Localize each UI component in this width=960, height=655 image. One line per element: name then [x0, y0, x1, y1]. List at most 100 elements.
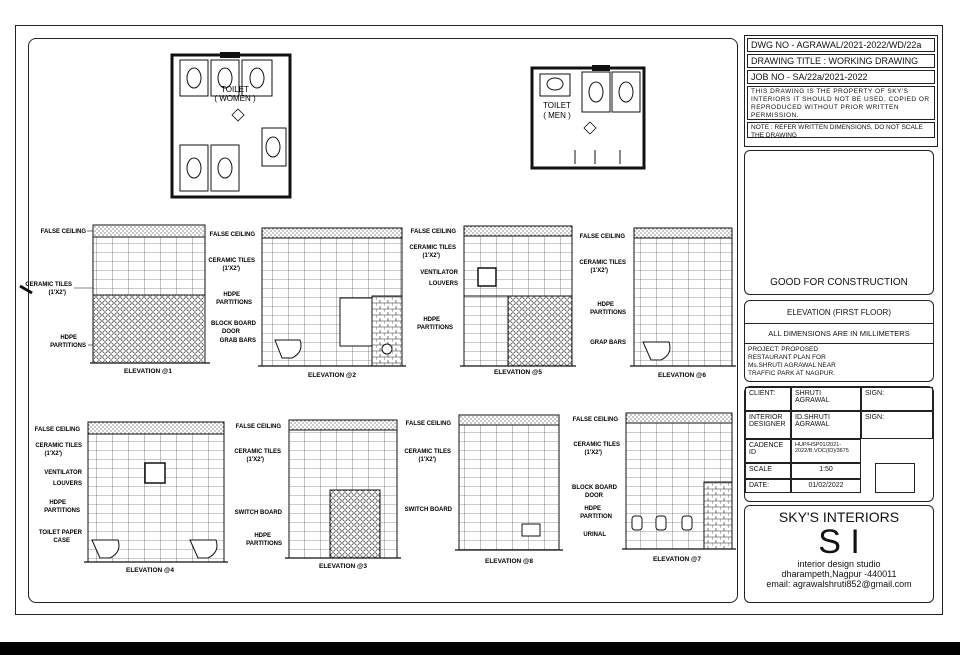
- label-hdpe: HDPE: [223, 292, 240, 298]
- client-value: SHRUTI AGRAWAL: [791, 387, 861, 411]
- label-ceramic-tiles: CERAMIC TILES: [35, 443, 82, 449]
- dimensions-note: ALL DIMENSIONS ARE IN MILLIMETERS: [745, 324, 933, 344]
- elevation-1: FALSE CEILING CERAMIC TILES (1'X2') HDPE…: [19, 224, 210, 375]
- title-block-header: DWG NO - AGRAWAL/2021-2022/WD/22a DRAWIN…: [744, 35, 938, 147]
- firm-info-box: SKY'S INTERIORS S I interior design stud…: [744, 505, 934, 603]
- client-info-box: CLIENT: SHRUTI AGRAWAL SIGN: INTERIOR DE…: [744, 386, 934, 502]
- approval-box: GOOD FOR CONSTRUCTION: [744, 150, 934, 295]
- label-hdpe: HDPE: [60, 335, 77, 341]
- elevation-7-title: ELEVATION @7: [653, 556, 701, 563]
- scale-label: SCALE: [745, 463, 791, 479]
- label-grap-bars: GRAP BARS: [590, 340, 626, 346]
- label-false-ceiling: FALSE CEILING: [573, 417, 619, 423]
- property-note: THIS DRAWING IS THE PROPERTY OF SKY'S IN…: [747, 86, 935, 120]
- label-hdpe: HDPE: [423, 317, 440, 323]
- label-louvers: LOUVERS: [53, 481, 82, 487]
- label-ventilator: VENTILATOR: [420, 270, 458, 276]
- elevation-title: ELEVATION (FIRST FLOOR): [745, 301, 933, 324]
- good-for-construction: GOOD FOR CONSTRUCTION: [770, 277, 908, 288]
- cadence-label: CADENCE ID: [745, 439, 791, 463]
- job-no: JOB NO - SA/22a/2021-2022: [747, 70, 935, 84]
- label-partitions: PARTITIONS: [44, 508, 80, 514]
- firm-tagline: interior design studio: [797, 559, 881, 569]
- label-tile-size: (1'X2'): [246, 457, 264, 463]
- date-value: 01/02/2022: [791, 479, 861, 493]
- elevation-5-title: ELEVATION @5: [494, 369, 542, 376]
- sign-label: SIGN:: [861, 387, 933, 411]
- label-grab-bars: GRAB BARS: [220, 338, 256, 344]
- label-tile-size: (1'X2'): [222, 266, 240, 272]
- label-block-board: BLOCK BOARD: [211, 321, 257, 327]
- elevation-2-title: ELEVATION @2: [308, 372, 356, 379]
- label-block-board: BLOCK BOARD: [572, 485, 618, 491]
- elevation-8-title: ELEVATION @8: [485, 558, 533, 565]
- label-ceramic-tiles: CERAMIC TILES: [234, 449, 281, 455]
- label-door: DOOR: [222, 329, 241, 335]
- client-label: CLIENT:: [745, 387, 791, 411]
- label-partition: PARTITION: [580, 514, 612, 520]
- cadence-value: HUP/HSP01/2021-2022/B.VOC(ID)/3675: [791, 439, 861, 463]
- scale-value: 1:50: [791, 463, 861, 479]
- label-false-ceiling: FALSE CEILING: [406, 421, 452, 427]
- elevation-8: FALSE CEILING CERAMIC TILES (1'X2') SWIT…: [404, 414, 563, 565]
- drawing-title: DRAWING TITLE : WORKING DRAWING: [747, 54, 935, 68]
- elevation-3-title: ELEVATION @3: [319, 563, 367, 570]
- label-tile-size: (1'X2'): [584, 450, 602, 456]
- label-ceramic-tiles: CERAMIC TILES: [404, 449, 451, 455]
- firm-name: SKY'S INTERIORS: [778, 509, 900, 525]
- label-louvers: LOUVERS: [429, 281, 458, 287]
- label-switch-board: SWITCH BOARD: [405, 507, 453, 513]
- label-ceramic-tiles: CERAMIC TILES: [579, 260, 626, 266]
- label-partitions: PARTITIONS: [246, 541, 282, 547]
- label-tile-size: (1'X2'): [422, 253, 440, 259]
- label-tile-size: (1'X2'): [44, 451, 62, 457]
- elevation-4-title: ELEVATION @4: [126, 567, 174, 574]
- plan-men-sublabel: ( MEN ): [543, 111, 571, 120]
- label-ceramic-tiles: CERAMIC TILES: [573, 442, 620, 448]
- plan-toilet-women: TOILET ( WOMEN ): [170, 52, 292, 199]
- drawing-sheet: [15, 25, 943, 615]
- elevation-3: FALSE CEILING CERAMIC TILES (1'X2') SWIT…: [234, 419, 401, 570]
- label-false-ceiling: FALSE CEILING: [236, 424, 282, 430]
- project-info-box: ELEVATION (FIRST FLOOR) ALL DIMENSIONS A…: [744, 300, 934, 382]
- plan-men-label: TOILET: [543, 101, 571, 110]
- label-partitions: PARTITIONS: [216, 300, 252, 306]
- firm-email: email: agrawalshruti852@gmail.com: [766, 579, 912, 589]
- elevation-4: FALSE CEILING CERAMIC TILES (1'X2') VENT…: [35, 421, 228, 574]
- label-ceramic-tiles: CERAMIC TILES: [409, 245, 456, 251]
- label-false-ceiling: FALSE CEILING: [41, 229, 87, 235]
- drawing-area: [28, 38, 738, 603]
- label-partitions: PARTITIONS: [590, 310, 626, 316]
- designer-value: ID.SHRUTI AGRAWAL: [791, 411, 861, 439]
- label-hdpe: HDPE: [584, 506, 601, 512]
- firm-logo: S I: [818, 523, 860, 561]
- plan-women-label: TOILET: [221, 85, 249, 94]
- label-ceramic-tiles: CERAMIC TILES: [25, 282, 72, 288]
- label-tile-size: (1'X2'): [48, 290, 66, 296]
- label-false-ceiling: FALSE CEILING: [35, 427, 81, 433]
- bottom-bar: [0, 642, 960, 655]
- plan-women-sublabel: ( WOMEN ): [214, 94, 256, 103]
- label-ventilator: VENTILATOR: [44, 470, 82, 476]
- elevation-6-title: ELEVATION @6: [658, 372, 706, 379]
- plan-toilet-men: TOILET ( MEN ): [530, 65, 646, 170]
- designer-label: INTERIOR DESIGNER: [745, 411, 791, 439]
- label-false-ceiling: FALSE CEILING: [580, 234, 626, 240]
- scale-note: NOTE : REFER WRITTEN DIMENSIONS, DO NOT …: [747, 122, 935, 138]
- dwg-no: DWG NO - AGRAWAL/2021-2022/WD/22a: [747, 38, 935, 52]
- elevation-6: FALSE CEILING CERAMIC TILES (1'X2') HDPE…: [579, 227, 736, 379]
- elevation-2: FALSE CEILING CERAMIC TILES (1'X2') HDPE…: [208, 227, 406, 379]
- label-hdpe: HDPE: [254, 533, 271, 539]
- label-hdpe: HDPE: [597, 302, 614, 308]
- label-ceramic-tiles: CERAMIC TILES: [208, 258, 255, 264]
- firm-address: dharampeth,Nagpur -440011: [781, 569, 897, 579]
- label-case: CASE: [53, 538, 70, 544]
- label-urinal: URINAL: [583, 532, 606, 538]
- label-hdpe: HDPE: [49, 500, 66, 506]
- project-description: PROJECT: PROPOSED RESTAURANT PLAN FOR Ms…: [748, 346, 836, 377]
- label-tile-size: (1'X2'): [418, 457, 436, 463]
- sign-label-2: SIGN:: [861, 411, 933, 439]
- label-partitions: PARTITIONS: [50, 343, 86, 349]
- elevation-5: FALSE CEILING CERAMIC TILES (1'X2') VENT…: [409, 225, 576, 376]
